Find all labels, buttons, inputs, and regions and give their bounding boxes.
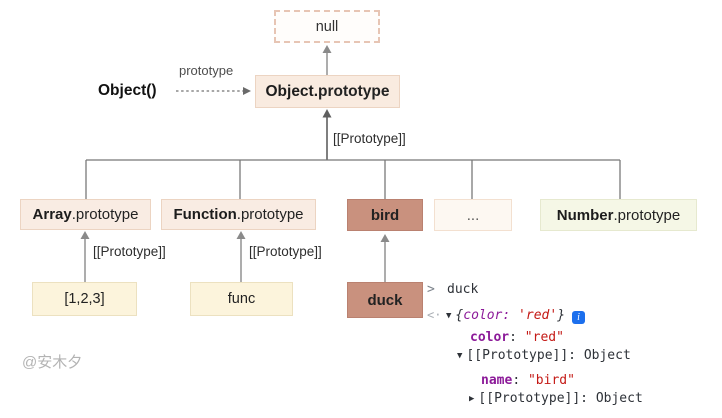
number-prototype-box: Number.prototype [540, 199, 697, 231]
console-prop-color-line: color: "red" [470, 331, 564, 345]
console-result-line: <· ▼{color: 'red'} i [427, 308, 586, 324]
preview-prop: color: [463, 308, 519, 323]
prototype2-value: Object [595, 391, 643, 406]
expander-right-icon[interactable]: ▶ [469, 394, 475, 404]
preview-value: 'red' [518, 308, 558, 323]
console-input-line: > duck [427, 283, 478, 297]
null-label: null [315, 18, 339, 35]
object-prototype-rest: .prototype [313, 82, 390, 100]
object-prototype-bold: Object [265, 82, 314, 100]
console-prototype-collapsed-line[interactable]: ▶[[Prototype]]: Object [469, 392, 643, 407]
console-return-chevron-icon: <· [427, 308, 442, 322]
object-prototype-box: Object.prototype [255, 75, 400, 108]
ellipsis-box: ... [434, 199, 512, 231]
prop-color-sep: : [509, 330, 525, 345]
function-rest: .prototype [236, 206, 304, 223]
bird-box: bird [347, 199, 423, 231]
duck-box: duck [347, 282, 423, 318]
console-input-chevron-icon: > [427, 282, 435, 297]
devtools-console-output: >duck <·▼{color: 'red'}i color: "red" ▼[… [427, 279, 719, 414]
prototype-chain-label-func: [[Prototype]] [249, 244, 322, 259]
ellipsis-label: ... [466, 206, 480, 224]
number-bold: Number [556, 206, 614, 224]
array-bold: Array [32, 206, 72, 223]
duck-label: duck [367, 291, 403, 309]
array-instance-label: [1,2,3] [64, 291, 105, 307]
prototype2-sep: : [580, 391, 596, 406]
prop-name-value: "bird" [527, 373, 575, 388]
func-instance-box: func [190, 282, 293, 316]
function-prototype-box: Function.prototype [161, 199, 316, 230]
expander-icon[interactable]: ▼ [446, 311, 452, 321]
number-rest: .prototype [613, 206, 681, 224]
prototype2-key: [[Prototype]] [478, 391, 581, 406]
preview-brace-close: } [557, 308, 566, 323]
console-input-text: duck [447, 282, 479, 297]
bird-label: bird [370, 206, 400, 224]
prototype-value: Object [583, 348, 631, 363]
prop-color-value: "red" [524, 330, 564, 345]
prop-name-sep: : [512, 373, 528, 388]
object-constructor-label: Object() [98, 82, 157, 99]
arrowhead-to-objectprototype [322, 109, 332, 118]
prop-color-name: color [470, 330, 510, 345]
prototype-sep: : [568, 348, 584, 363]
arrowhead-array-instance [80, 231, 90, 239]
watermark: @安木夕 [22, 354, 83, 371]
info-icon[interactable]: i [572, 311, 586, 324]
arrowhead-duck-to-bird [380, 234, 390, 242]
array-instance-box: [1,2,3] [32, 282, 137, 316]
expander-down-icon[interactable]: ▼ [457, 351, 463, 361]
array-rest: .prototype [71, 206, 139, 223]
function-bold: Function [173, 206, 237, 223]
arrowhead-func-instance [236, 231, 246, 239]
arrowhead-to-null [322, 45, 332, 53]
preview-brace-open: { [455, 308, 464, 323]
prototype-chain-label-array: [[Prototype]] [93, 244, 166, 259]
null-box: null [274, 10, 380, 43]
array-prototype-box: Array.prototype [20, 199, 151, 230]
func-instance-label: func [227, 291, 256, 307]
prototype-key: [[Prototype]] [466, 348, 569, 363]
object-preview[interactable]: {color: 'red'} [455, 309, 565, 323]
prototype-chain-label-center: [[Prototype]] [333, 131, 406, 146]
prop-name-name: name [481, 373, 513, 388]
console-prop-name-line: name: "bird" [481, 374, 575, 388]
console-prototype-expanded-line[interactable]: ▼[[Prototype]]: Object [457, 349, 631, 364]
prototype-edge-label: prototype [179, 63, 234, 78]
arrowhead-prototype-edge [243, 87, 251, 95]
